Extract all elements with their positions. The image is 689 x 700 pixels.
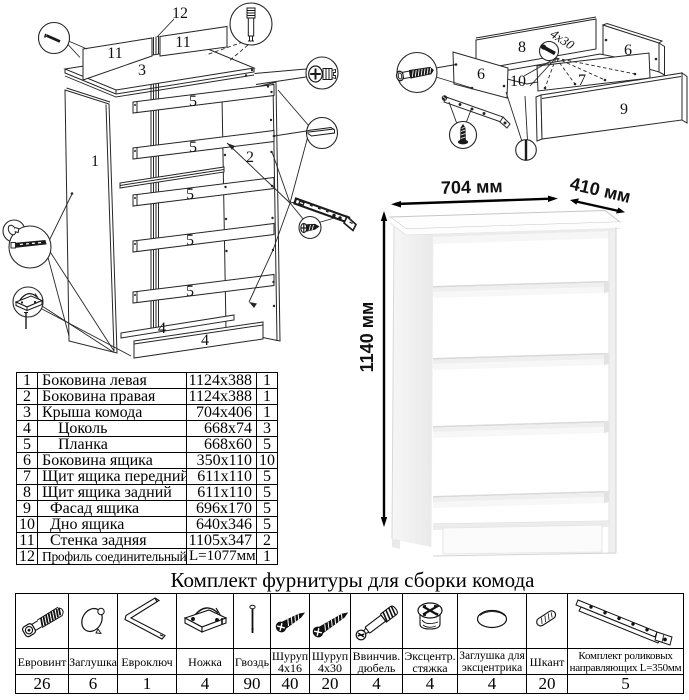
svg-text:3: 3 [138, 62, 146, 79]
svg-text:4: 4 [158, 320, 166, 337]
svg-text:1140 мм: 1140 мм [357, 302, 377, 373]
svg-text:1: 1 [91, 153, 99, 170]
svg-text:8: 8 [518, 39, 526, 56]
svg-text:10: 10 [510, 73, 526, 90]
svg-text:5: 5 [186, 232, 194, 249]
svg-text:704 мм: 704 мм [441, 176, 503, 198]
svg-text:5: 5 [186, 283, 194, 300]
svg-text:11: 11 [107, 45, 122, 62]
svg-text:4: 4 [201, 332, 209, 349]
svg-text:2: 2 [246, 149, 254, 166]
svg-text:6: 6 [624, 42, 632, 59]
svg-text:9: 9 [620, 101, 628, 118]
svg-text:5: 5 [189, 93, 197, 110]
svg-text:12: 12 [172, 5, 188, 22]
svg-text:6: 6 [477, 66, 485, 83]
svg-text:7: 7 [578, 72, 586, 89]
svg-text:11: 11 [175, 34, 190, 51]
svg-text:5: 5 [186, 186, 194, 203]
svg-text:5: 5 [189, 139, 197, 156]
